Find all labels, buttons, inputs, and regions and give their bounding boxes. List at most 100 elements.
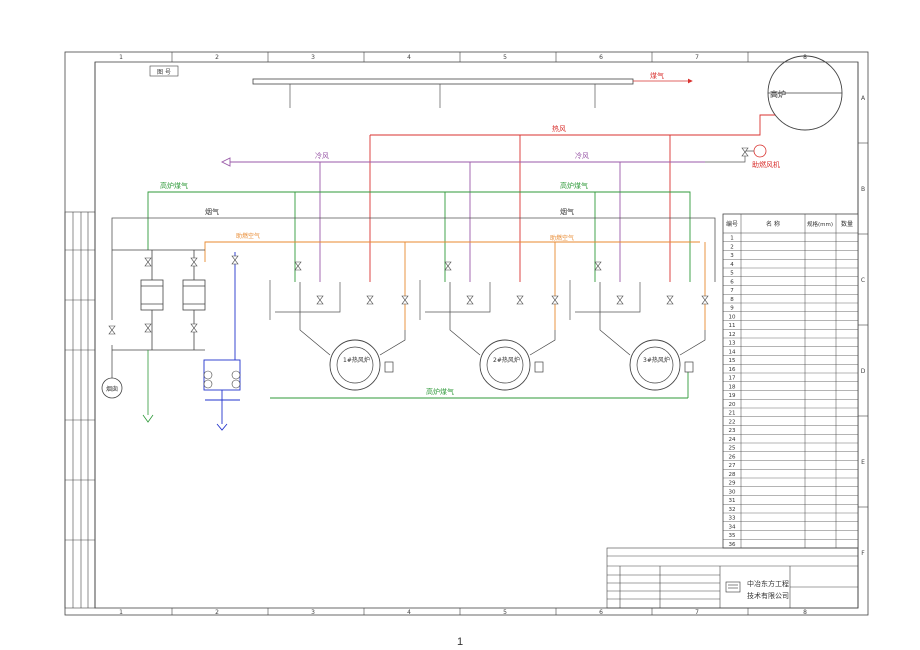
flue-label-left: 烟气 (205, 207, 219, 216)
cold-air-main (220, 157, 705, 282)
corner-tag: 图 号 (149, 65, 179, 77)
bf-gas-label-right: 高炉煤气 (560, 181, 588, 190)
table-cell: 17 (729, 376, 736, 382)
blower-fan: 助燃风机 (705, 144, 780, 169)
blast-furnace: 高炉 (767, 55, 843, 131)
equipment-table: 编号 名 称 规格(mm) 数量 12345678910111213141516… (722, 213, 859, 549)
table-cell: 12 (729, 332, 736, 338)
company-line-1: 中冶东方工程 (747, 579, 789, 588)
col-number: 5 (503, 54, 507, 61)
table-cell: 9 (730, 306, 734, 312)
frame-column-numbers-top: 1 2 3 4 5 6 7 8 (119, 54, 807, 61)
frame-grid-ticks (171, 52, 868, 615)
heat-exchangers (112, 249, 206, 351)
top-gas-header: 煤气 (252, 71, 693, 108)
cold-air-label-right: 冷风 (575, 151, 589, 160)
col-number: 7 (695, 609, 699, 616)
col-number: 3 (311, 609, 315, 616)
table-cell: 6 (730, 279, 734, 285)
col-number: 8 (803, 54, 807, 61)
col-number: 2 (215, 54, 219, 61)
flue-gas-line (111, 217, 716, 378)
row-letter: D (861, 368, 866, 375)
gas-inlet-left (142, 350, 154, 423)
col-number: 5 (503, 609, 507, 616)
col-number: 4 (407, 609, 411, 616)
table-cell: 2 (730, 244, 734, 250)
title-block (606, 547, 859, 609)
table-cell: 34 (729, 524, 736, 530)
table-header: 编号 (726, 220, 738, 228)
table-cell: 14 (729, 349, 736, 355)
stove-label: 1#热风炉 (343, 356, 370, 364)
return-gas-label: 高炉煤气 (426, 387, 454, 396)
table-cell: 30 (729, 489, 736, 495)
bf-gas-header (147, 191, 691, 282)
revision-column (64, 211, 96, 609)
top-gas-label: 煤气 (650, 71, 664, 80)
bf-gas-return (270, 372, 689, 399)
row-letter: E (861, 459, 865, 466)
table-cell: 21 (729, 411, 736, 417)
table-cell: 27 (729, 463, 736, 469)
chimney-label: 烟囱 (106, 385, 118, 393)
table-cell: 16 (729, 367, 736, 373)
table-cell: 4 (730, 262, 734, 268)
frame-column-numbers-bottom: 1 2 3 4 5 6 7 8 (119, 609, 807, 616)
table-cell: 22 (729, 419, 736, 425)
table-cell: 3 (730, 253, 734, 259)
table-cell: 26 (729, 454, 736, 460)
table-cell: 10 (729, 314, 736, 320)
table-cell: 13 (729, 341, 736, 347)
stove-label: 3#热风炉 (643, 356, 670, 364)
table-cell: 7 (730, 288, 734, 294)
table-cell: 32 (729, 507, 736, 513)
table-cell: 19 (729, 393, 736, 399)
table-cell: 31 (729, 498, 736, 504)
col-number: 7 (695, 54, 699, 61)
blue-branch (203, 252, 241, 431)
cold-air-label: 冷风 (315, 151, 329, 160)
hot-air-main (369, 114, 775, 282)
stove-1: 1#热风炉 (299, 282, 406, 391)
frame-row-letters: A B C D E F (861, 95, 866, 557)
table-cell: 35 (729, 533, 736, 539)
col-number: 8 (803, 609, 807, 616)
col-number: 1 (119, 609, 123, 616)
table-cell: 29 (729, 481, 736, 487)
stove-piping (269, 280, 641, 320)
table-cell: 18 (729, 384, 736, 390)
blower-label: 助燃风机 (752, 160, 780, 169)
row-letter: B (861, 186, 865, 193)
row-letter: C (861, 277, 865, 284)
col-number: 3 (311, 54, 315, 61)
table-header: 规格(mm) (807, 220, 833, 228)
bf-gas-label-left: 高炉煤气 (160, 181, 188, 190)
chimney: 烟囱 (101, 377, 123, 399)
row-letter: A (861, 95, 866, 102)
table-cell: 20 (729, 402, 736, 408)
company-line-2: 技术有限公司 (747, 591, 789, 600)
col-number: 6 (599, 54, 603, 61)
table-header: 名 称 (766, 220, 780, 228)
table-cell: 24 (729, 437, 736, 443)
col-number: 4 (407, 54, 411, 61)
table-cell: 1 (730, 236, 734, 242)
table-cell: 28 (729, 472, 736, 478)
combustion-air-label-right: 助燃空气 (550, 234, 574, 242)
col-number: 1 (119, 54, 123, 61)
stove-3: 3#热风炉 (599, 282, 706, 391)
table-cell: 15 (729, 358, 736, 364)
hot-air-label: 热风 (552, 124, 566, 133)
table-cell: 8 (730, 297, 734, 303)
stove-label: 2#热风炉 (493, 356, 520, 364)
table-cell: 25 (729, 446, 736, 452)
combustion-air-header (204, 241, 706, 330)
col-number: 6 (599, 609, 603, 616)
table-cell: 36 (729, 542, 736, 548)
company-logo (725, 581, 741, 593)
furnace-label: 高炉 (770, 89, 786, 99)
col-number: 2 (215, 609, 219, 616)
flue-label-right: 烟气 (560, 207, 574, 216)
